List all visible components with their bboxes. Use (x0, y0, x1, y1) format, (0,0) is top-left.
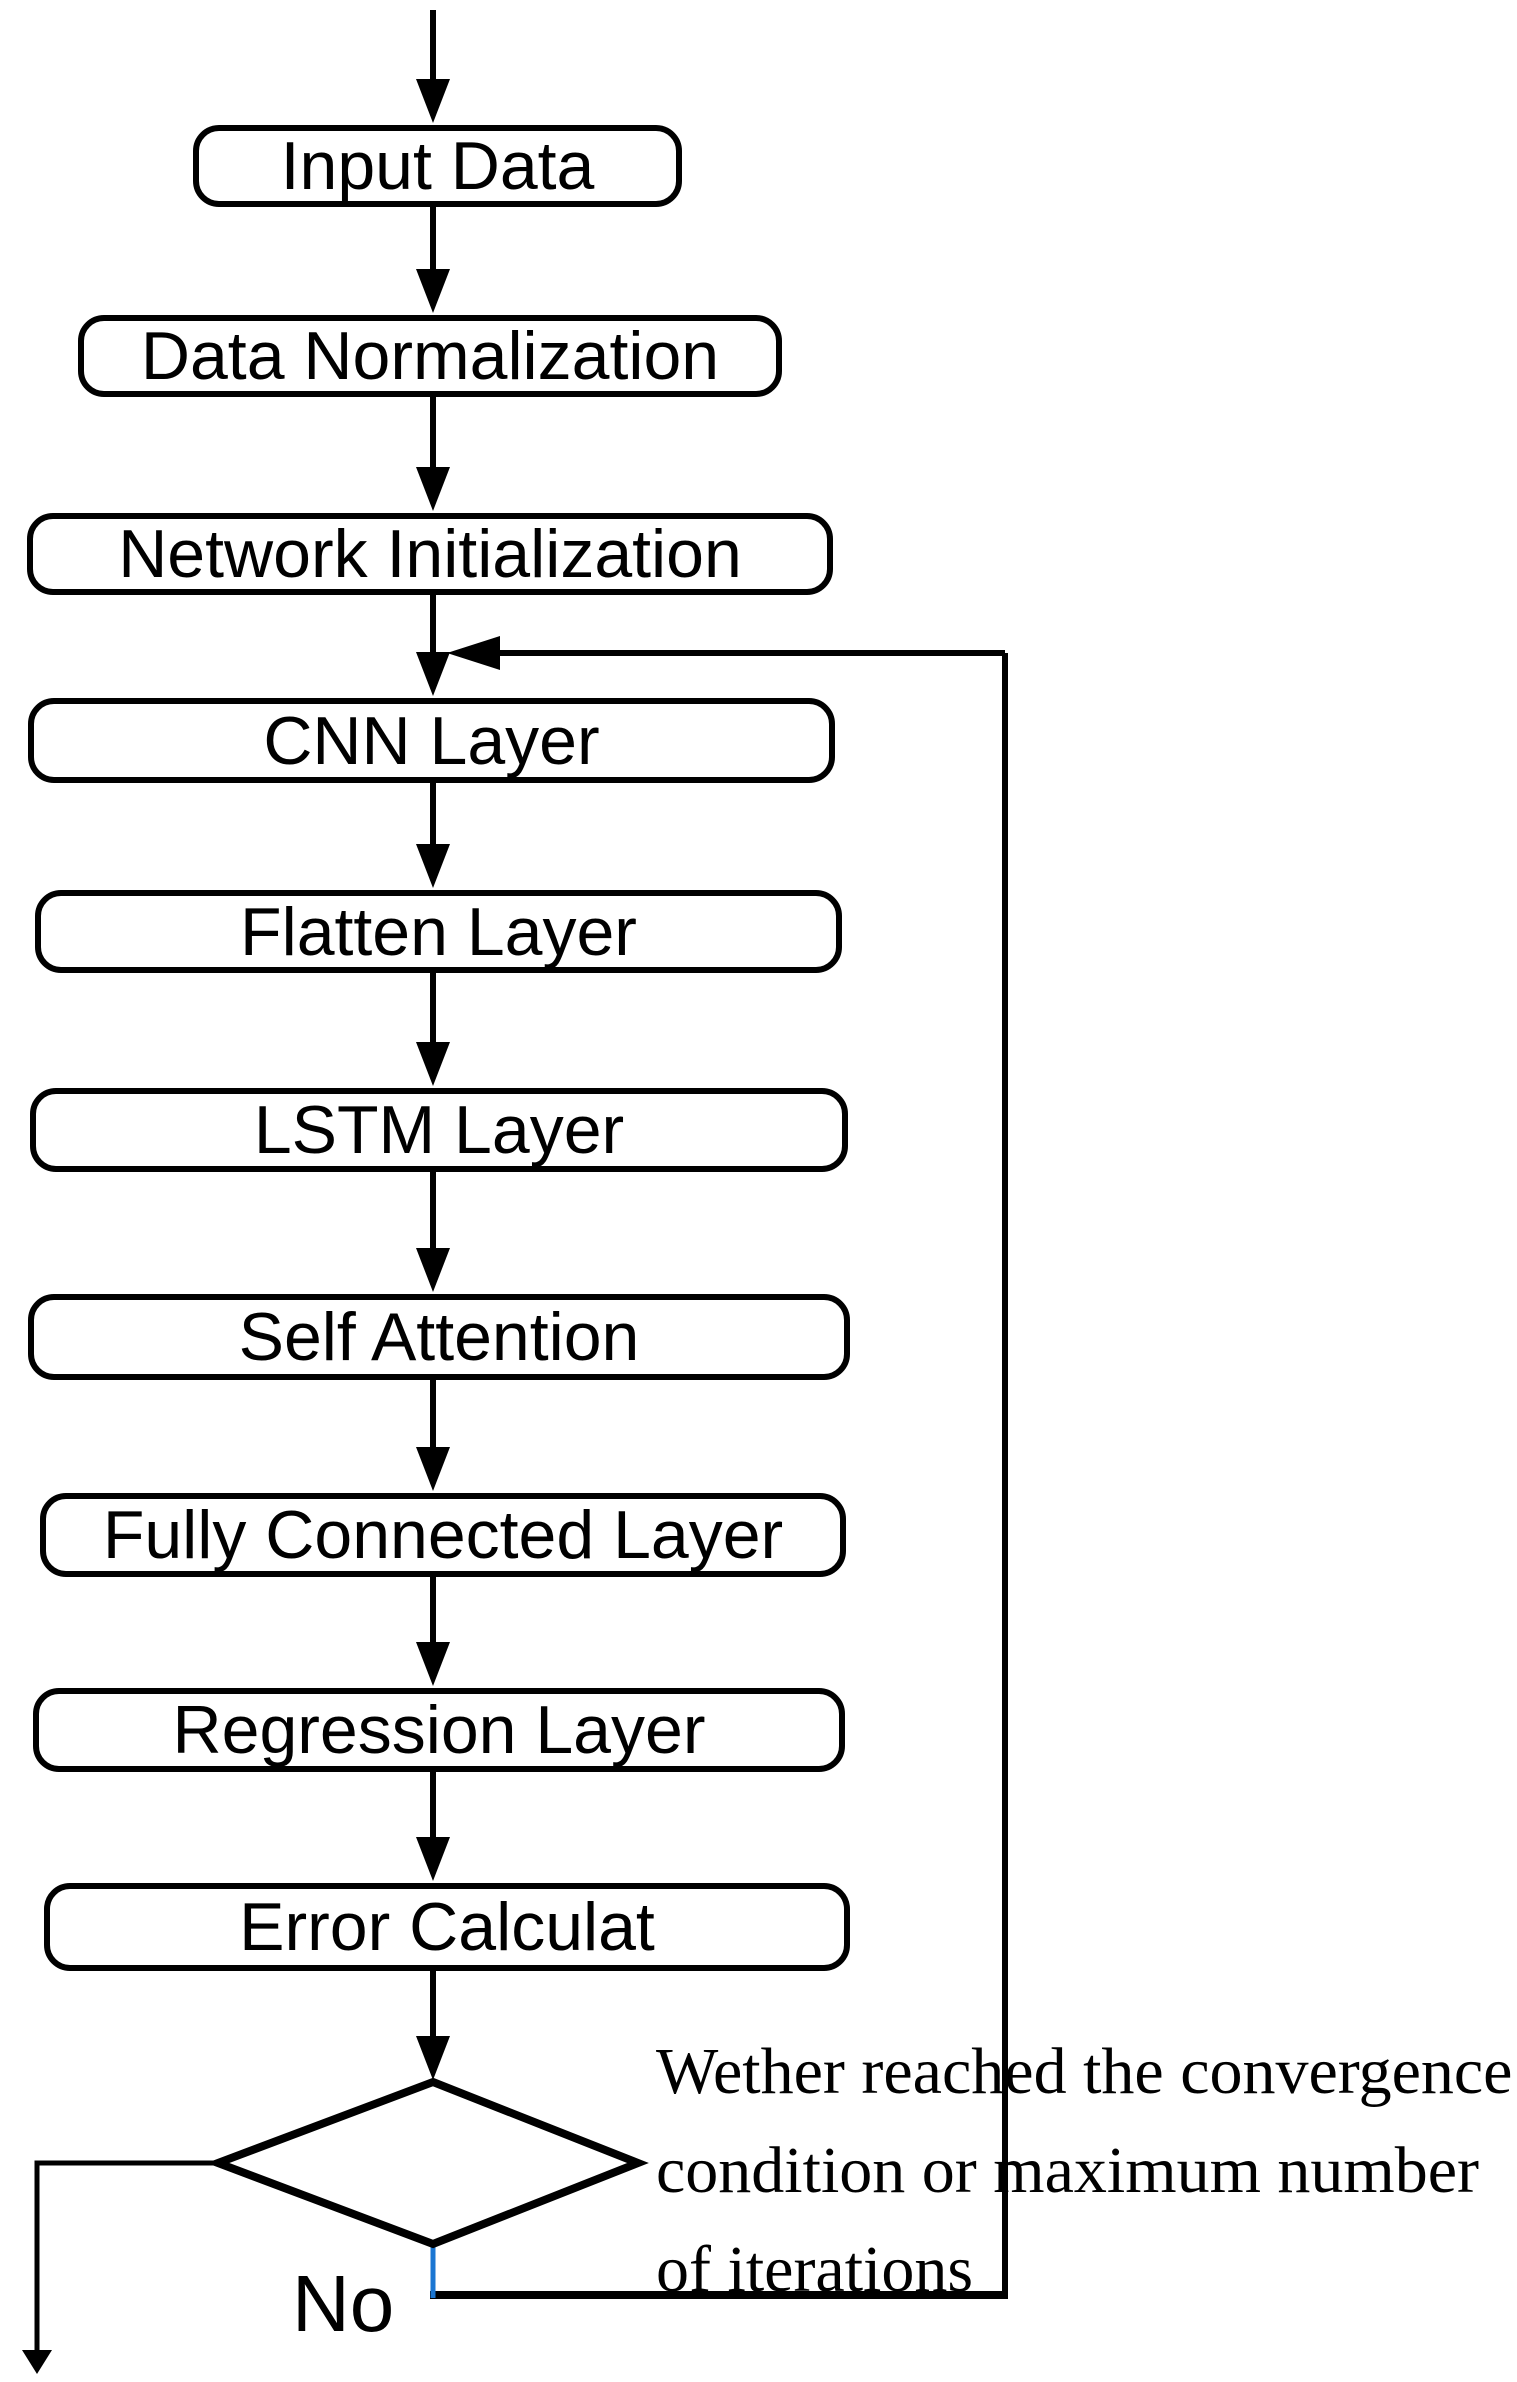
down-arrowhead-icon (416, 1642, 450, 1686)
flow-node-error-calculat: Error Calculat (44, 1883, 850, 1971)
left-arrowhead-icon (447, 636, 500, 670)
down-arrowhead-icon (416, 269, 450, 313)
down-arrowhead-icon (416, 2036, 450, 2080)
flow-node-network-initialization: Network Initialization (27, 513, 833, 595)
flow-node-flatten-layer: Flatten Layer (35, 890, 842, 973)
down-arrowhead-icon (416, 844, 450, 888)
flow-node-input-data: Input Data (193, 125, 682, 207)
entry-arrowhead-icon (416, 79, 450, 123)
decision-text-line: condition or maximum number (656, 2134, 1480, 2207)
flow-node-fully-connected-layer: Fully Connected Layer (40, 1493, 846, 1577)
exit-arrowhead-icon (22, 2350, 52, 2374)
exit-path-line (34, 2160, 218, 2352)
decision-diamond (206, 2077, 649, 2249)
decision-text-line: of iterations (656, 2233, 974, 2306)
down-arrowhead-icon (416, 1248, 450, 1292)
down-arrowhead-icon (416, 652, 450, 696)
down-arrowhead-icon (416, 1447, 450, 1491)
decision-condition-text: Wether reached the convergence condition… (656, 2022, 1517, 2319)
down-arrowhead-icon (416, 1837, 450, 1881)
flow-node-lstm-layer: LSTM Layer (30, 1088, 848, 1172)
down-arrowhead-icon (416, 1042, 450, 1086)
no-branch-label: No (292, 2259, 395, 2348)
flow-node-cnn-layer: CNN Layer (28, 698, 835, 783)
down-arrowhead-icon (416, 467, 450, 511)
flow-node-self-attention: Self Attention (28, 1294, 850, 1380)
decision-text-line: Wether reached the convergence (656, 2035, 1513, 2108)
flow-node-data-normalization: Data Normalization (78, 315, 782, 397)
flow-node-regression-layer: Regression Layer (33, 1688, 845, 1772)
